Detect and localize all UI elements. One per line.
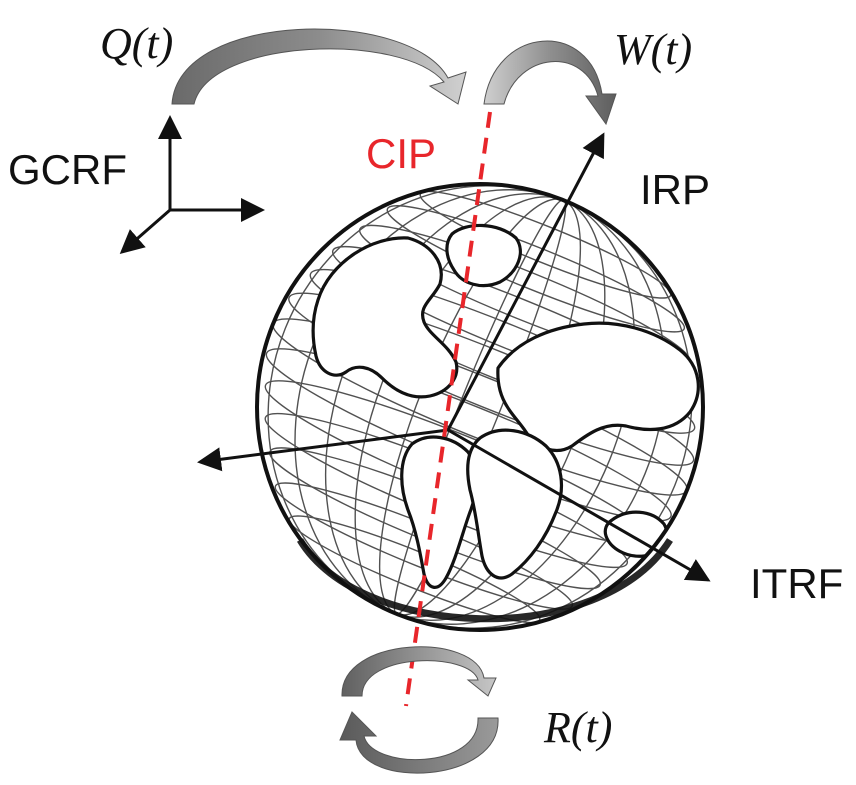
globe-bottom-shadow xyxy=(297,538,673,623)
q-precession-arrow xyxy=(171,28,467,105)
north-america-shape xyxy=(311,236,459,399)
itrf-z-axis xyxy=(446,132,605,431)
africa-shape xyxy=(466,428,564,580)
south-america-shape xyxy=(400,435,479,589)
itrf-axes xyxy=(197,132,711,582)
w-polar-motion-arrow xyxy=(483,40,617,126)
earth-globe xyxy=(255,182,705,632)
greenland-shape xyxy=(445,223,522,288)
gcrf-label: GCRF xyxy=(8,146,127,193)
r-rotation-arrow-top xyxy=(341,646,497,697)
cip-axis xyxy=(404,111,492,707)
gcrf-x-axis xyxy=(119,208,171,254)
itrf-label: ITRF xyxy=(750,560,843,607)
q-label: Q(t) xyxy=(100,19,173,68)
cip-label: CIP xyxy=(366,130,436,177)
irp-label: IRP xyxy=(640,166,710,213)
r-label: R(t) xyxy=(543,703,612,752)
w-label: W(t) xyxy=(614,25,692,74)
gcrf-axes xyxy=(119,115,265,254)
itrf-y-axis xyxy=(197,428,449,472)
r-rotation-arrow-bottom xyxy=(339,711,499,774)
itrf-x-axis xyxy=(447,428,711,582)
